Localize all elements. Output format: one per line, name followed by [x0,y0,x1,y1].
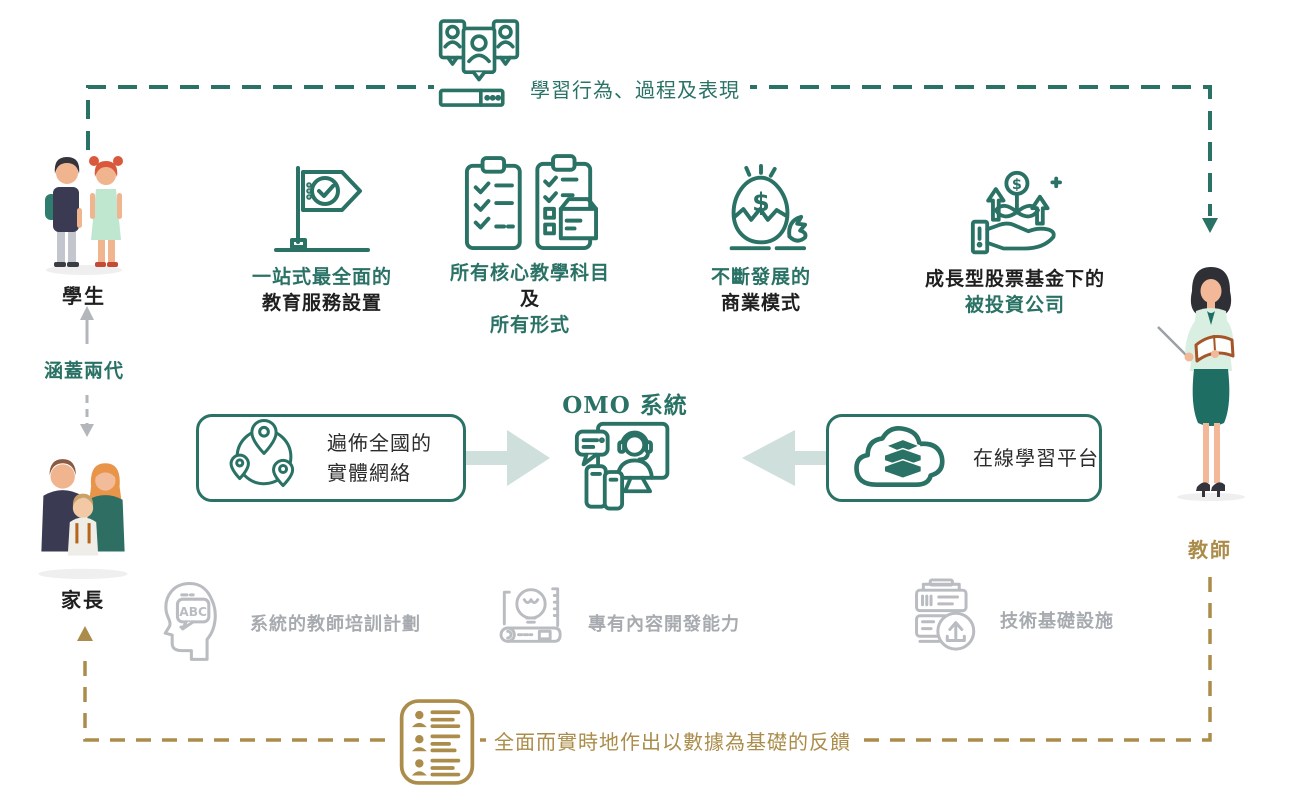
strength-line: 商業模式 [720,292,801,314]
strength-line: 成長型股票基金下的 [924,268,1105,290]
capability-label: 系統的教師培訓計劃 [250,614,421,635]
growth-fund-icon: $ [906,158,1124,260]
map-pins-icon [225,417,303,499]
capability-label: 技術基礎設施 [1000,610,1114,632]
clipboards-box-icon [432,152,628,254]
online-to-core-arrow [742,430,837,486]
capability-content-development: 專有內容開發能力 [496,582,740,663]
omo-system-title: OMO 系統 [562,392,688,419]
capability-teacher-training: ABC 系統的教師培訓計劃 [160,580,421,666]
teacher-label: 教師 [1188,538,1232,562]
teacher-training-icon: ABC [160,580,228,666]
strength-line: 及 [519,288,540,310]
strength-line: 一站式最全面的 [251,266,392,288]
capability-tech-infrastructure: 技術基礎設施 [908,578,1114,661]
capability-label: 專有內容開發能力 [588,613,740,635]
offline-to-core-arrow [465,430,550,486]
omo-system-icon [574,420,676,524]
svg-text:$: $ [1012,177,1022,193]
top-flow-label: 學習行為、過程及表現 [520,72,750,105]
content-development-icon [496,582,566,663]
students-illustration [40,152,128,282]
online-platform-box: 在線學習平台 [826,414,1102,502]
strength-line: 所有核心教學科目 [449,262,610,284]
strength-business-model: $ 不斷發展的 商業模式 [658,156,864,316]
strength-line: 所有形式 [489,314,570,336]
strength-line: 被投資公司 [964,294,1065,316]
teal-arrowhead-down [1202,218,1218,233]
gold-arrowhead-up [77,626,93,641]
learner-profiles-icon [434,12,524,116]
strength-line: 不斷發展的 [710,266,811,288]
students-label: 學生 [62,284,106,308]
gray-arrowhead-down [80,424,94,437]
strength-one-stop: 一站式最全面的 教育服務設置 [218,156,426,316]
svg-text:ABC: ABC [179,605,207,619]
cloud-books-icon [849,418,953,498]
parents-illustration [30,450,136,582]
flag-check-icon [218,156,426,258]
tech-infrastructure-icon [908,578,978,661]
strength-line: 教育服務設置 [261,292,382,314]
teacher-illustration [1152,264,1268,508]
two-generations-label: 涵蓋兩代 [43,360,124,382]
parents-label: 家長 [61,588,105,612]
strength-investees: $ 成長型股票基金下的 被投資公司 [906,158,1124,318]
online-platform-label: 在線學習平台 [973,446,1099,470]
offline-network-label: 遍佈全國的 實體網絡 [327,431,432,485]
offline-network-box: 遍佈全國的 實體網絡 [196,414,466,502]
hatching-egg-icon: $ [658,156,864,258]
strength-subjects: 所有核心教學科目 及 所有形式 [432,152,628,338]
bottom-flow-label: 全面而實時地作出以數據為基礎的反饋 [486,724,859,757]
feedback-report-icon [394,694,480,790]
